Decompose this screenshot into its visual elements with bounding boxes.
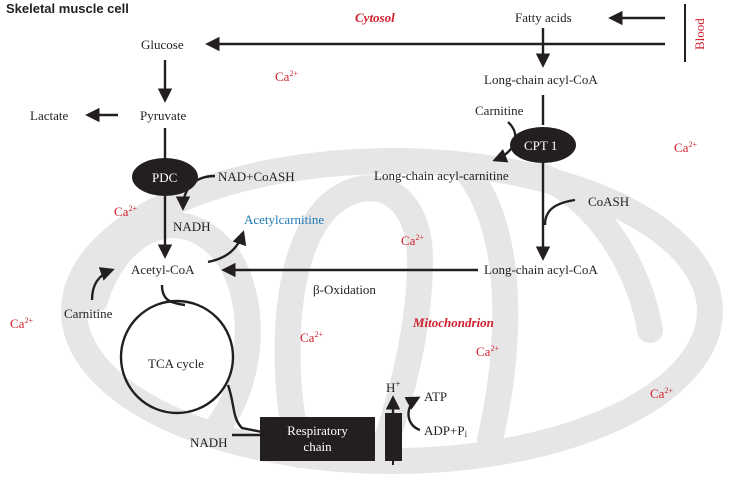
coash-label: CoASH xyxy=(588,194,630,209)
fatty-acids-label: Fatty acids xyxy=(515,10,572,25)
blood-label: Blood xyxy=(692,18,707,50)
pdc-label: PDC xyxy=(152,170,178,185)
nadh-top-label: NADH xyxy=(173,219,211,234)
acetyl-coa-label: Acetyl-CoA xyxy=(131,262,195,277)
carnitine-top-label: Carnitine xyxy=(475,103,524,118)
cpt1-node xyxy=(510,127,576,163)
arrow-coash xyxy=(543,198,576,226)
carnitine-bottom-label: Carnitine xyxy=(64,306,113,321)
cpt1-label: CPT 1 xyxy=(524,138,558,153)
calcium-ion: Ca2+ xyxy=(401,233,424,248)
h-plus-label: H+ xyxy=(386,379,401,395)
atp-label: ATP xyxy=(424,389,448,404)
mitochondrion-label: Mitochondrion xyxy=(413,315,494,330)
long-chain-acyl-coa-mito-label: Long-chain acyl-CoA xyxy=(484,262,598,277)
line-tca-to-resp-chain xyxy=(226,384,263,434)
adp-pi-label: ADP+Pi xyxy=(424,423,468,439)
calcium-ion: Ca2+ xyxy=(300,330,323,345)
long-chain-acyl-coa-label: Long-chain acyl-CoA xyxy=(484,72,598,87)
respiratory-chain-box xyxy=(260,417,375,461)
calcium-ion: Ca2+ xyxy=(674,140,697,155)
glucose-label: Glucose xyxy=(141,37,184,52)
lactate-label: Lactate xyxy=(30,108,69,123)
calcium-ion: Ca2+ xyxy=(10,316,33,331)
pyruvate-label: Pyruvate xyxy=(140,108,187,123)
calcium-ion: Ca2+ xyxy=(476,344,499,359)
beta-oxidation-label: β-Oxidation xyxy=(313,282,376,297)
long-chain-acyl-carnitine-label: Long-chain acyl-carnitine xyxy=(374,168,509,183)
arrow-adp-to-atp xyxy=(404,396,421,432)
tca-cycle-circle xyxy=(119,299,235,415)
tca-cycle-label: TCA cycle xyxy=(148,356,204,371)
arrow-to-acetylcarnitine xyxy=(207,230,247,264)
calcium-ion: Ca2+ xyxy=(114,204,137,219)
acetylcarnitine-label: Acetylcarnitine xyxy=(244,212,325,227)
arrow-carnitine-to-acetyl-coa xyxy=(90,267,115,301)
line-acetyl-coa-to-tca xyxy=(160,284,186,307)
calcium-ion: Ca2+ xyxy=(275,69,298,84)
cell-title: Skeletal muscle cell xyxy=(6,1,129,16)
nad-coash-label: NAD+CoASH xyxy=(218,169,295,184)
respiratory-chain-label: Respiratory chain xyxy=(287,423,348,454)
calcium-ion: Ca2+ xyxy=(650,386,673,401)
nadh-bottom-label: NADH xyxy=(190,435,228,450)
cytosol-label: Cytosol xyxy=(355,10,395,25)
pdc-node xyxy=(132,158,198,196)
